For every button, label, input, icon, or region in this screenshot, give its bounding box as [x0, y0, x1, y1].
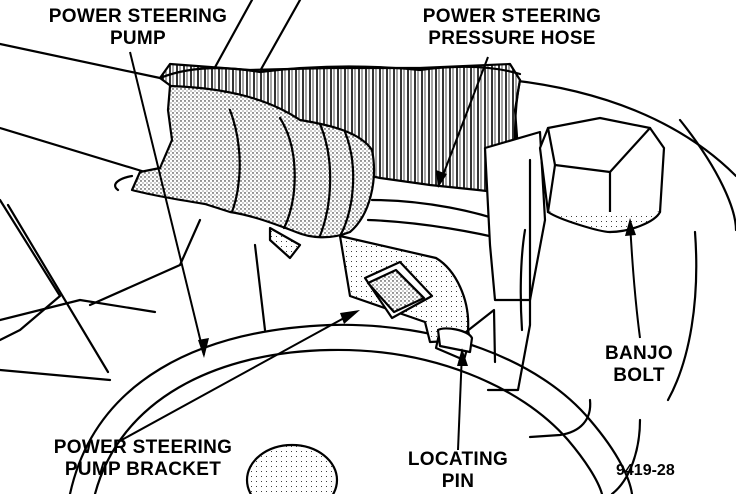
leader-banjo	[629, 221, 641, 339]
label-pump-bracket: POWER STEERING PUMP BRACKET	[38, 437, 248, 481]
label-banjo-line-1: BANJO	[604, 343, 673, 364]
figure-number: 9419-28	[616, 462, 675, 479]
label-power-steering-pump: POWER STEERING PUMP	[40, 6, 236, 50]
pump-bracket	[338, 234, 472, 362]
leader-hose	[439, 56, 489, 184]
label-pump-line-1: POWER STEERING	[48, 6, 228, 27]
banjo-bolt-assembly	[483, 116, 666, 439]
arrowheads	[198, 170, 636, 366]
pump-boot	[130, 84, 376, 239]
locating-pin	[436, 308, 497, 364]
arrowhead-hose	[436, 170, 447, 188]
arrowhead-pin	[457, 348, 468, 366]
pulley	[68, 323, 634, 494]
label-banjo-bolt: BANJO BOLT	[604, 343, 674, 387]
label-hose-line-1: POWER STEERING	[422, 6, 602, 27]
arrowhead-pump	[198, 338, 209, 358]
arrowhead-banjo	[625, 218, 636, 236]
leader-pump	[129, 51, 205, 356]
arrowhead-bracket	[340, 310, 360, 324]
leader-pin	[457, 351, 463, 451]
label-pump-line-2: PUMP	[109, 28, 167, 49]
label-bracket-line-1: POWER STEERING	[53, 437, 233, 458]
label-pin-line-2: PIN	[441, 471, 475, 492]
label-bracket-line-2: PUMP BRACKET	[64, 459, 222, 480]
label-banjo-line-2: BOLT	[613, 365, 665, 386]
label-hose-line-2: PRESSURE HOSE	[428, 28, 596, 49]
label-locating-pin: LOCATING PIN	[393, 449, 523, 493]
leader-bracket	[117, 311, 356, 443]
label-pressure-hose: POWER STEERING PRESSURE HOSE	[412, 6, 612, 50]
label-pin-line-1: LOCATING	[407, 449, 509, 470]
